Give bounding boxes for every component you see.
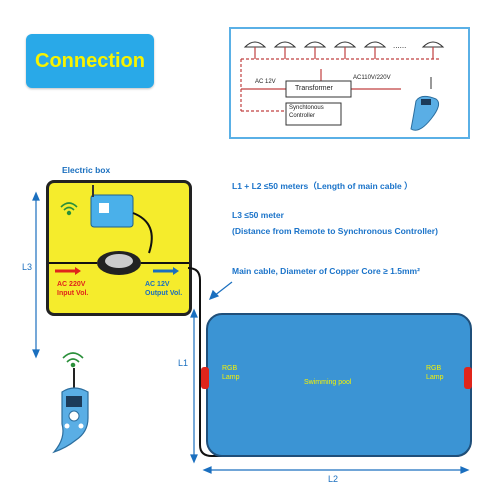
output-voltage-line1: AC 12V <box>145 281 170 288</box>
electric-box: AC 220V Input Vol. AC 12V Output Vol. <box>46 180 192 316</box>
lamp-right-line1: RGB <box>426 365 442 372</box>
schematic-sync-line1: Synchtonous <box>289 105 324 111</box>
schematic-panel: AC 12V AC110V/220V Transformer Synchtono… <box>229 27 470 139</box>
input-voltage-line1: AC 220V <box>57 281 86 288</box>
schematic-sync-line2: Controller <box>289 113 316 119</box>
note-l3-detail: (Distance from Remote to Synchronous Con… <box>232 226 438 236</box>
rgb-lamp-left-icon <box>201 367 209 389</box>
schematic-ac110: AC110V/220V <box>353 75 391 81</box>
schematic-ac12v: AC 12V <box>255 79 276 85</box>
input-arrow-icon <box>55 267 81 275</box>
note-l3: L3 ≤50 meter <box>232 210 284 220</box>
remote-control-icon <box>52 352 89 454</box>
schematic-transformer: Transformer <box>295 85 333 92</box>
transformer-icon <box>97 251 141 275</box>
electric-box-title: Electric box <box>62 165 111 175</box>
pool-name: Swimming pool <box>304 379 352 386</box>
lamp-left-line1: RGB <box>222 365 238 372</box>
connection-title-box: Connection <box>26 34 154 88</box>
controller-icon <box>90 185 134 228</box>
connection-title: Connection <box>35 49 145 72</box>
note-l1-l2: L1 + L2 ≤50 meters（Length of main cable … <box>232 181 413 191</box>
wifi-icon <box>60 202 78 216</box>
remote-wifi-icon <box>62 352 84 368</box>
remote-mini-icon <box>410 95 440 131</box>
swimming-pool: Swimming pool RGB Lamp RGB Lamp <box>206 313 472 457</box>
output-arrow-icon <box>153 267 179 275</box>
input-voltage-line2: Input Vol. <box>57 290 89 297</box>
electric-box-drawing <box>49 185 189 275</box>
schematic-dots: ...... <box>393 41 407 50</box>
label-l2: L2 <box>328 474 339 484</box>
output-voltage-line2: Output Vol. <box>145 290 183 297</box>
lamp-icons <box>243 41 445 48</box>
lamp-right-line2: Lamp <box>426 374 444 381</box>
note-main-cable: Main cable, Diameter of Copper Core ≥ 1.… <box>232 266 420 276</box>
rgb-lamp-right-icon <box>464 367 472 389</box>
label-l3: L3 <box>22 262 33 272</box>
lamp-left-line2: Lamp <box>222 374 240 381</box>
schematic-drawing <box>240 41 445 131</box>
label-l1: L1 <box>178 358 189 368</box>
